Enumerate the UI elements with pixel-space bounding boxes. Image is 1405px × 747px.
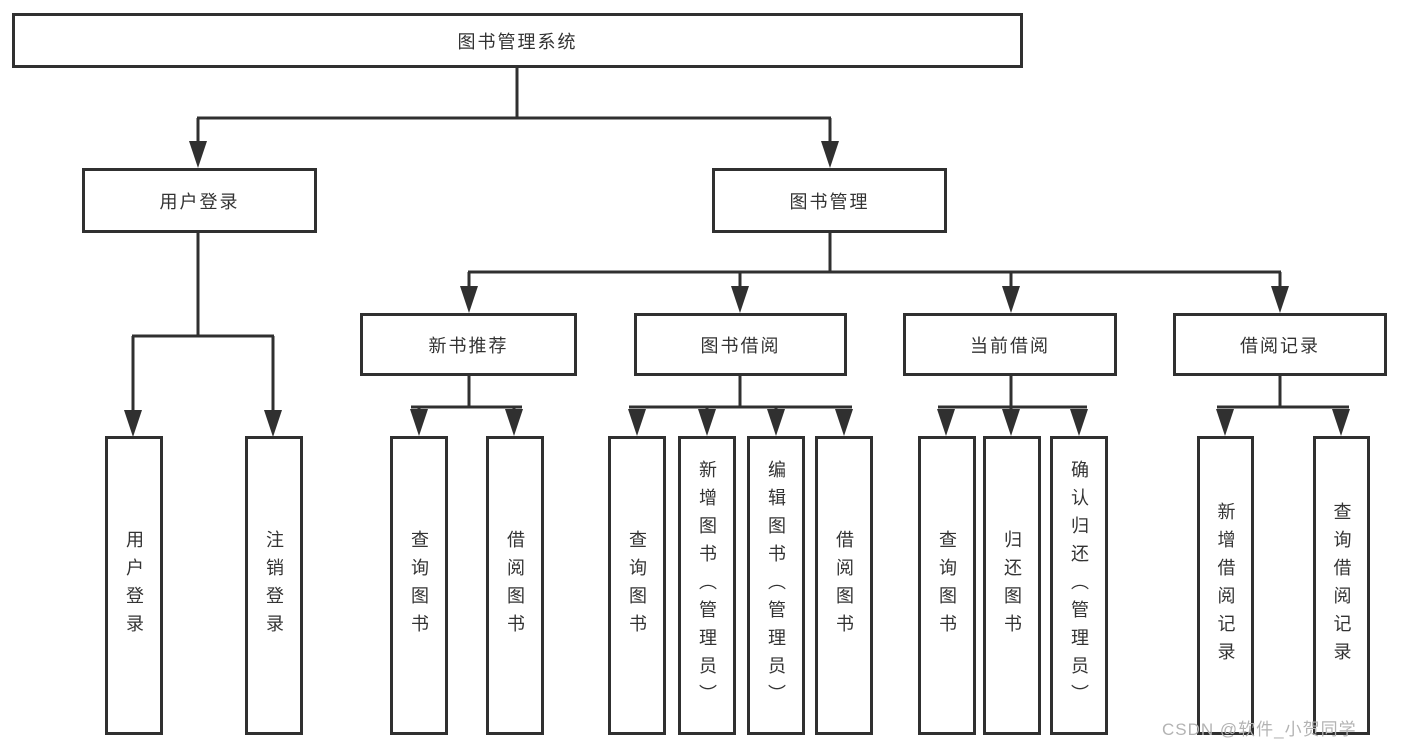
node-book-borrow-label: 图书借阅 [700,335,781,356]
leaf-borrow-query-books-label: 查询图书 [627,529,647,642]
leaf-recommend-borrow-books-label: 借阅图书 [505,529,525,642]
leaf-borrow-borrow-books: 借阅图书 [815,436,873,735]
node-book-management: 图书管理 [712,168,947,233]
leaf-recommend-borrow-books: 借阅图书 [486,436,544,735]
leaf-user-login: 用户登录 [105,436,163,735]
leaf-current-query-books: 查询图书 [918,436,976,735]
leaf-edit-books-admin-label: 编辑图书（管理员） [766,459,786,712]
node-current-borrow-label: 当前借阅 [970,335,1050,356]
leaf-borrow-query-books: 查询图书 [608,436,666,735]
node-book-borrow: 图书借阅 [634,313,847,376]
leaf-edit-books-admin: 编辑图书（管理员） [747,436,805,735]
leaf-recommend-query-books-label: 查询图书 [409,529,429,642]
leaf-query-borrow-record: 查询借阅记录 [1313,436,1370,735]
leaf-current-query-books-label: 查询图书 [937,529,957,642]
leaf-add-borrow-record: 新增借阅记录 [1197,436,1254,735]
node-new-book-recommend-label: 新书推荐 [428,335,509,356]
node-borrow-records-label: 借阅记录 [1240,335,1320,356]
leaf-add-books-admin-label: 新增图书（管理员） [697,459,717,712]
leaf-logout: 注销登录 [245,436,303,735]
node-root-label: 图书管理系统 [457,31,578,52]
node-user-login-label: 用户登录 [159,191,240,212]
node-new-book-recommend: 新书推荐 [360,313,577,376]
node-borrow-records: 借阅记录 [1173,313,1387,376]
leaf-return-books-label: 归还图书 [1002,529,1022,642]
leaf-add-books-admin: 新增图书（管理员） [678,436,736,735]
leaf-borrow-borrow-books-label: 借阅图书 [834,529,854,642]
node-book-management-label: 图书管理 [789,191,870,212]
leaf-query-borrow-record-label: 查询借阅记录 [1331,501,1352,670]
leaf-logout-label: 注销登录 [264,529,284,642]
leaf-confirm-return-admin: 确认归还（管理员） [1050,436,1108,735]
node-current-borrow: 当前借阅 [903,313,1117,376]
leaf-recommend-query-books: 查询图书 [390,436,448,735]
leaf-return-books: 归还图书 [983,436,1041,735]
node-root: 图书管理系统 [12,13,1023,68]
node-user-login: 用户登录 [82,168,317,233]
leaf-user-login-label: 用户登录 [124,529,144,642]
watermark: CSDN @软件_小贺同学 [1162,720,1357,739]
leaf-confirm-return-admin-label: 确认归还（管理员） [1069,459,1089,712]
leaf-add-borrow-record-label: 新增借阅记录 [1215,501,1236,670]
